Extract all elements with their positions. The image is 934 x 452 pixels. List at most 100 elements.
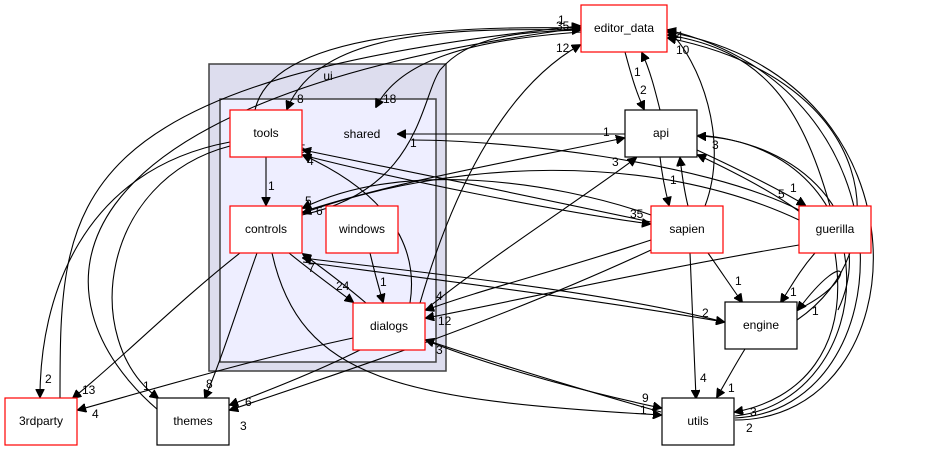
edge-engine-guerilla bbox=[796, 270, 842, 310]
node-dialogs-label: dialogs bbox=[370, 319, 408, 333]
node-controls-label: controls bbox=[245, 222, 287, 236]
edge-windows-dialogs bbox=[369, 252, 383, 302]
edge-label: 1 bbox=[812, 304, 819, 318]
edge-label: 5 bbox=[305, 194, 312, 208]
node-windows[interactable]: windows bbox=[325, 205, 399, 254]
edge-label: 2 bbox=[746, 421, 753, 435]
edge-label: 8 bbox=[206, 377, 213, 391]
edge-label: 2 bbox=[45, 372, 52, 386]
edge-label: 1 bbox=[728, 381, 735, 395]
edge-sapien-utils bbox=[689, 252, 696, 398]
edge-label: 2 bbox=[640, 83, 647, 97]
edge-label: 24 bbox=[336, 279, 350, 293]
edge-label: 4 bbox=[676, 29, 683, 43]
edge-api-sapien bbox=[659, 156, 669, 205]
edge-3rdparty-editor_data bbox=[59, 26, 580, 399]
edge-controls-engine bbox=[302, 261, 724, 322]
edge-label: 1 bbox=[634, 65, 641, 79]
edge-engine-controls bbox=[303, 258, 725, 323]
edge-tools-3rdparty bbox=[40, 141, 231, 397]
edge-label: 6 bbox=[316, 204, 323, 218]
edge-utils-editor_data bbox=[668, 32, 874, 421]
edge-dialogs-utils bbox=[424, 339, 661, 408]
edge-label: 4 bbox=[700, 371, 707, 385]
edge-controls-editor_data bbox=[301, 30, 580, 216]
edge-sapien-tools bbox=[303, 150, 652, 223]
edge-label: 8 bbox=[297, 92, 304, 106]
edge-label: 1 bbox=[790, 285, 797, 299]
node-sapien-label: sapien bbox=[669, 222, 704, 236]
edge-label: 3 bbox=[612, 155, 619, 169]
edge-label: 35 bbox=[556, 19, 570, 33]
edge-controls-3rdparty bbox=[73, 252, 241, 398]
node-guerilla-box bbox=[798, 205, 872, 254]
node-editor_data[interactable]: editor_data bbox=[580, 4, 668, 53]
edge-api-editor_data bbox=[642, 53, 661, 111]
edge-label: 5 bbox=[778, 187, 785, 201]
edge-label: 12 bbox=[438, 314, 452, 328]
node-dialogs[interactable]: dialogs bbox=[352, 302, 426, 351]
node-utils-label: utils bbox=[687, 414, 708, 428]
edge-label: 9 bbox=[642, 391, 649, 405]
node-engine[interactable]: engine bbox=[724, 301, 798, 350]
edge-label: 1 bbox=[380, 275, 387, 289]
edge-controls-utils bbox=[271, 252, 661, 415]
edges: 8 1 8 2 1 1 1 1 1 5 3 1 2 bbox=[40, 13, 874, 435]
node-controls[interactable]: controls bbox=[229, 205, 303, 254]
edge-guerilla-controls bbox=[303, 169, 800, 221]
edge-editor_data-api bbox=[624, 51, 644, 109]
node-guerilla[interactable]: guerilla bbox=[798, 205, 872, 254]
edge-sapien-dialogs bbox=[426, 239, 652, 310]
node-engine-box bbox=[724, 301, 798, 350]
edge-dialogs-3rdparty bbox=[78, 337, 354, 410]
node-windows-box bbox=[325, 205, 399, 254]
edge-api-utils bbox=[697, 134, 848, 417]
node-3rdparty-box bbox=[4, 397, 78, 446]
edge-engine-editor_data bbox=[668, 38, 858, 321]
edge-label: 7 bbox=[308, 261, 315, 275]
cluster-shared-label: shared bbox=[344, 127, 381, 141]
edge-label: 1 bbox=[640, 403, 647, 417]
edge-label: 1 bbox=[790, 181, 797, 195]
node-engine-label: engine bbox=[743, 318, 779, 332]
node-sapien-box bbox=[650, 205, 724, 254]
edge-label: 2 bbox=[702, 306, 709, 320]
edge-label: 10 bbox=[676, 43, 690, 57]
edge-label: 12 bbox=[556, 41, 570, 55]
edge-sapien-themes bbox=[230, 249, 652, 410]
edge-dialogs-api bbox=[424, 158, 636, 311]
edge-engine-utils bbox=[717, 348, 746, 397]
node-utils[interactable]: utils bbox=[661, 397, 735, 446]
node-3rdparty[interactable]: 3rdparty bbox=[4, 397, 78, 446]
node-utils-box bbox=[661, 397, 735, 446]
edge-controls-dialogs bbox=[288, 252, 353, 302]
edge-label: 1 bbox=[603, 125, 610, 139]
edge-label: 3 bbox=[240, 419, 247, 433]
edge-label: 4 bbox=[92, 407, 99, 421]
node-themes[interactable]: themes bbox=[156, 397, 230, 446]
node-dialogs-box bbox=[352, 302, 426, 351]
edge-label: 1 bbox=[143, 379, 150, 393]
edge-tools-themes bbox=[111, 145, 231, 398]
node-tools[interactable]: tools bbox=[229, 109, 303, 158]
node-windows-label: windows bbox=[338, 222, 385, 236]
edge-label: 4 bbox=[436, 289, 443, 303]
edge-sapien-editor_data bbox=[668, 30, 715, 207]
edge-guerilla-shared bbox=[411, 139, 800, 211]
edge-label: 1 bbox=[558, 13, 565, 27]
edge-dialogs-editor_data bbox=[419, 45, 580, 304]
edge-guerilla-engine bbox=[781, 252, 816, 302]
node-editor_data-box bbox=[580, 4, 668, 53]
node-controls-box bbox=[229, 205, 303, 254]
edge-label: 1 bbox=[410, 136, 417, 150]
edge-editor_data-shared bbox=[376, 31, 582, 107]
edge-label: 13 bbox=[82, 383, 96, 397]
edge-guerilla-editor_data bbox=[668, 35, 831, 207]
cluster-ui-label: ui bbox=[323, 69, 332, 83]
edge-editor_data-tools bbox=[287, 29, 582, 109]
edge-label: 1 bbox=[670, 173, 677, 187]
node-sapien[interactable]: sapien bbox=[650, 205, 724, 254]
edge-dialogs-themes bbox=[230, 349, 361, 405]
node-api[interactable]: api bbox=[624, 109, 698, 158]
